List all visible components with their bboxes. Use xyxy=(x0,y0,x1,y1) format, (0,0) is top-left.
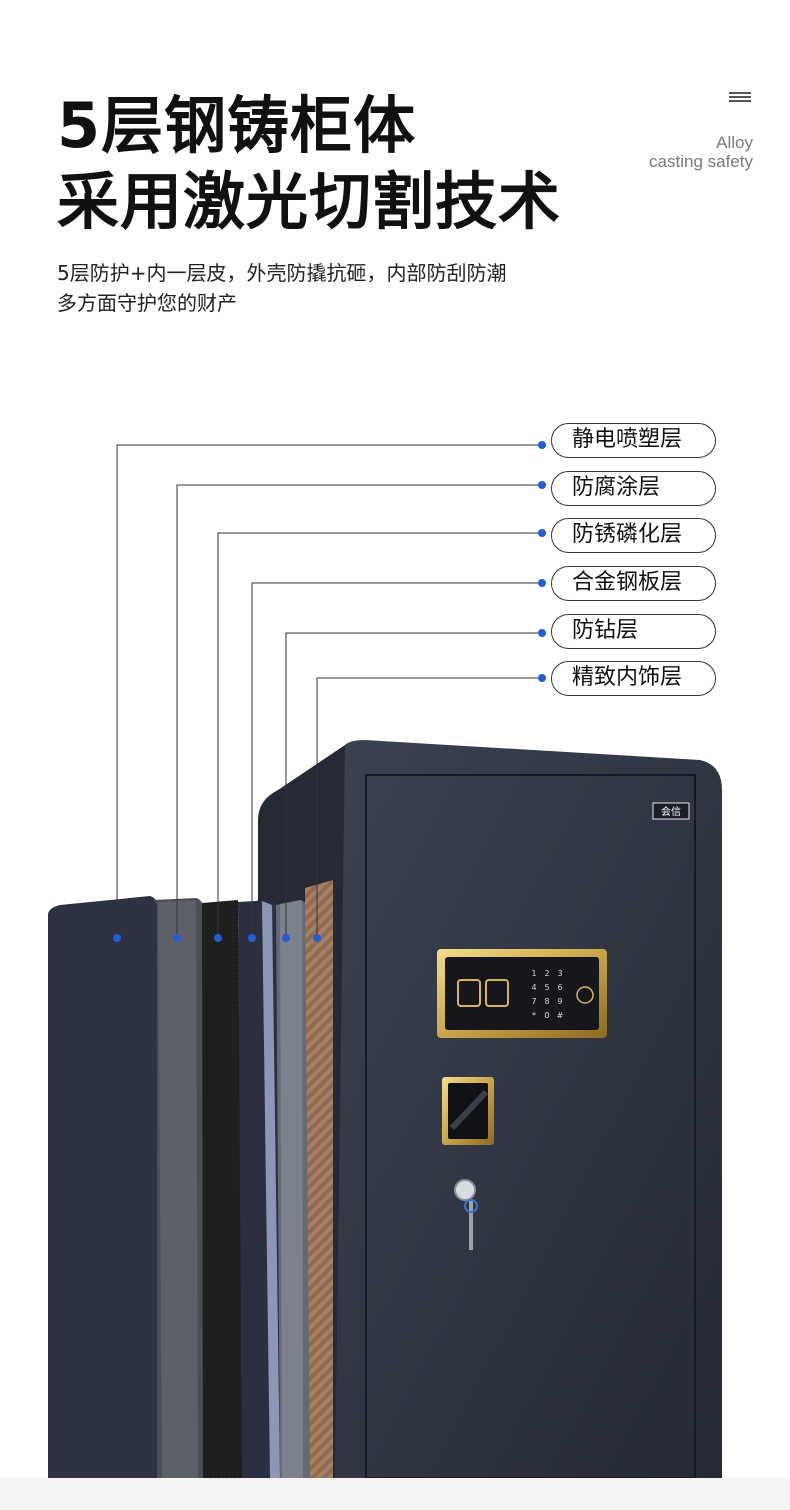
english-line-2: casting safety xyxy=(649,152,753,171)
keypad-key: # xyxy=(557,1011,564,1020)
keypad-key: 3 xyxy=(557,969,562,978)
leader-line-3 xyxy=(217,532,542,938)
fingerprint-sensor-left xyxy=(457,979,481,1007)
keypad-key: 1 xyxy=(531,969,536,978)
description: 5层防护+内一层皮，外壳防撬抗砸，内部防刮防潮 多方面守护您的财产 xyxy=(57,258,506,318)
leader-dot-layer-3 xyxy=(214,934,222,942)
leader-dot-layer-1 xyxy=(113,934,121,942)
leader-line-2 xyxy=(176,484,542,938)
keypad-key: 8 xyxy=(544,997,549,1006)
menu-icon[interactable] xyxy=(729,92,751,103)
layer-label-6: 精致内饰层 xyxy=(551,661,716,696)
leader-line-1 xyxy=(116,444,542,938)
keypad-key: 5 xyxy=(544,983,549,992)
layer-label-4: 合金钢板层 xyxy=(551,566,716,601)
keypad-key: 6 xyxy=(557,983,562,992)
leader-dot-label-2 xyxy=(538,481,546,489)
english-line-1: Alloy xyxy=(716,133,753,152)
layer-label-1: 静电喷塑层 xyxy=(551,423,716,458)
leader-dot-label-6 xyxy=(538,674,546,682)
brand-badge-text: 会信 xyxy=(661,805,681,818)
keypad-key: 9 xyxy=(557,997,562,1006)
leader-dot-label-4 xyxy=(538,579,546,587)
brand-badge xyxy=(652,802,690,820)
layer-panel-1 xyxy=(48,896,157,1478)
keypad-key: 2 xyxy=(544,969,549,978)
layer-panel-3 xyxy=(202,900,244,1478)
leader-line-5 xyxy=(285,632,542,938)
leader-dot-layer-4 xyxy=(248,934,256,942)
keypad-key: 7 xyxy=(531,997,536,1006)
keypad-key: 0 xyxy=(544,1011,549,1020)
description-line-2: 多方面守护您的财产 xyxy=(57,291,237,315)
keyhole xyxy=(454,1179,476,1201)
leader-dot-label-3 xyxy=(538,529,546,537)
keypad-key: * xyxy=(532,1011,536,1020)
lock-panel-inner xyxy=(445,957,599,1030)
layer-leader-lines xyxy=(113,441,546,942)
layer-panel-6 xyxy=(305,880,333,1478)
title-line-1: 5层钢铸柜体 xyxy=(57,89,417,162)
leader-line-6 xyxy=(316,677,542,938)
leader-dot-layer-2 xyxy=(173,934,181,942)
bottom-strip xyxy=(0,1478,790,1510)
key xyxy=(469,1200,473,1250)
leader-line-4 xyxy=(251,582,542,938)
safe-door xyxy=(335,740,722,1478)
layer-label-2: 防腐涂层 xyxy=(551,471,716,506)
keypad-key: 4 xyxy=(531,983,536,992)
layer-label-5: 防钻层 xyxy=(551,614,716,649)
leader-dot-layer-6 xyxy=(313,934,321,942)
title-line-2: 采用激光切割技术 xyxy=(57,165,562,238)
description-line-1: 5层防护+内一层皮，外壳防撬抗砸，内部防刮防潮 xyxy=(57,261,507,285)
leader-dot-label-1 xyxy=(538,441,546,449)
leader-dot-label-5 xyxy=(538,629,546,637)
fingerprint-sensor-right xyxy=(485,979,509,1007)
layer-label-3: 防锈磷化层 xyxy=(551,518,716,553)
page-title: 5层钢铸柜体 采用激光切割技术 xyxy=(57,88,561,240)
english-caption: Alloy casting safety xyxy=(649,133,753,171)
lock-logo-icon xyxy=(576,986,594,1004)
leader-dot-layer-5 xyxy=(282,934,290,942)
